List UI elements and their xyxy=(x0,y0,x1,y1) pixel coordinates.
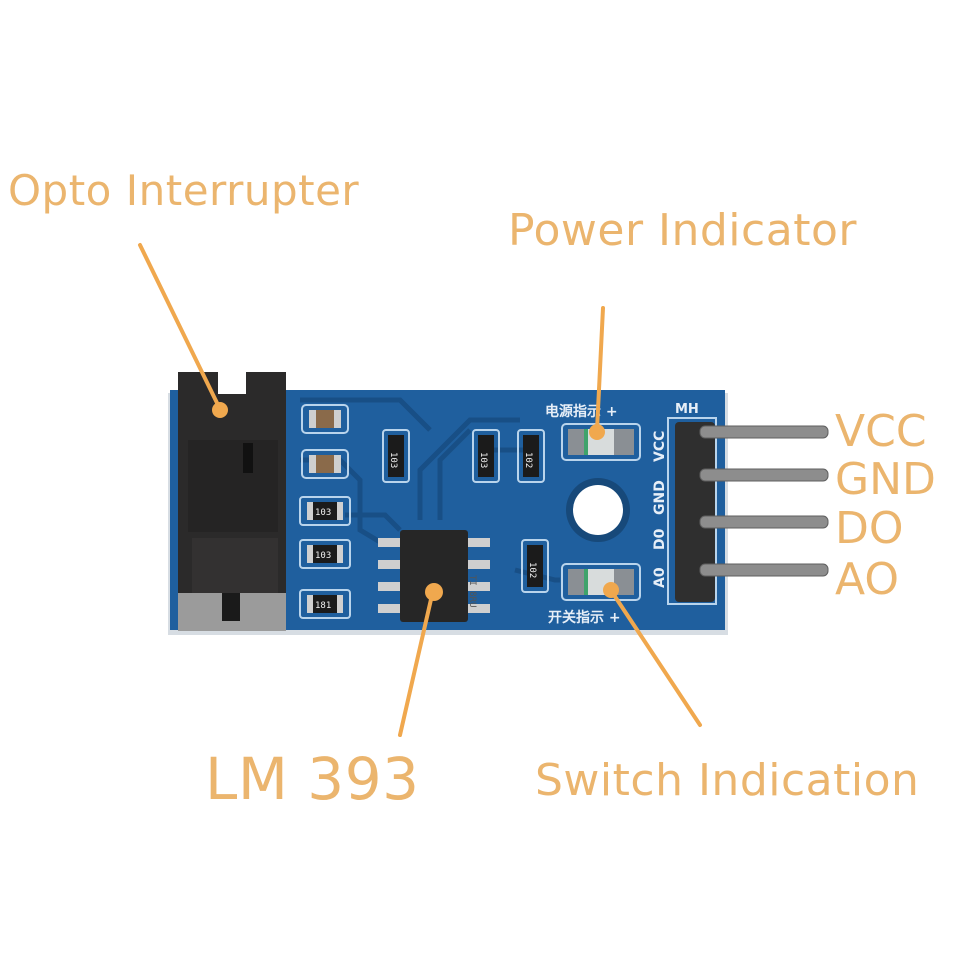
pcb-board: 103 103 181 103 103 102 xyxy=(168,372,728,635)
resistor-r5-code: 103 xyxy=(478,452,488,468)
switch-indication-label: Switch Indication xyxy=(535,755,920,806)
mounting-hole xyxy=(573,485,623,535)
resistor-r3-code: 181 xyxy=(315,601,331,611)
leader-power xyxy=(595,306,605,432)
silk-switch-indicator: 开关指示 + xyxy=(548,609,621,626)
header-pin-ao xyxy=(699,563,829,577)
switch-led xyxy=(561,563,641,601)
silk-power-indicator: 电源指示 + xyxy=(545,403,618,420)
pin-label-ao: AO xyxy=(835,554,899,605)
callout-leaders xyxy=(138,243,702,737)
opto-interrupter-component xyxy=(178,372,286,631)
opto-interrupter-label: Opto Interrupter xyxy=(8,166,360,215)
lm393-chip: TI 8RU xyxy=(378,530,490,622)
resistor-r6-code: 102 xyxy=(523,452,533,468)
silk-pin-vcc: VCC xyxy=(652,431,668,462)
silk-pin-gnd: GND xyxy=(652,480,668,515)
resistor-r4-code: 103 xyxy=(388,452,398,468)
silk-header-mh: MH xyxy=(675,402,699,417)
lm393-label: LM 393 xyxy=(205,745,420,813)
pin-label-gnd: GND xyxy=(835,454,936,505)
dot-switch xyxy=(603,582,619,598)
pin-header xyxy=(667,417,829,605)
header-pin-vcc xyxy=(699,425,829,439)
pin-label-vcc: VCC xyxy=(835,406,927,457)
dot-opto xyxy=(212,402,228,418)
leader-switch xyxy=(610,590,702,727)
leader-opto xyxy=(138,243,220,407)
resistor-r1: 103 xyxy=(299,496,351,526)
header-pin-gnd xyxy=(699,468,829,482)
resistor-r2: 103 xyxy=(299,539,351,569)
resistor-r7-code: 102 xyxy=(527,562,537,578)
resistor-r7: 102 xyxy=(521,539,549,593)
power-indicator-label: Power Indicator xyxy=(508,205,857,256)
resistor-r2-code: 103 xyxy=(315,551,331,561)
pin-label-do: DO xyxy=(835,503,904,554)
leader-lm393 xyxy=(398,593,434,737)
resistor-r1-code: 103 xyxy=(315,508,331,518)
capacitor-1 xyxy=(301,404,349,434)
chip-marking-1: TI 8RU xyxy=(467,575,477,608)
dot-power xyxy=(589,424,605,440)
silk-pin-a0: A0 xyxy=(652,567,668,588)
silk-pin-d0: D0 xyxy=(652,528,668,550)
dot-lm393 xyxy=(425,583,443,601)
capacitor-2 xyxy=(301,449,349,479)
header-pin-do xyxy=(699,515,829,529)
resistor-r4: 103 xyxy=(382,429,410,483)
resistor-r5: 103 xyxy=(472,429,500,483)
callout-dots xyxy=(212,402,619,601)
resistor-r3: 181 xyxy=(299,589,351,619)
resistor-r6: 102 xyxy=(517,429,545,483)
